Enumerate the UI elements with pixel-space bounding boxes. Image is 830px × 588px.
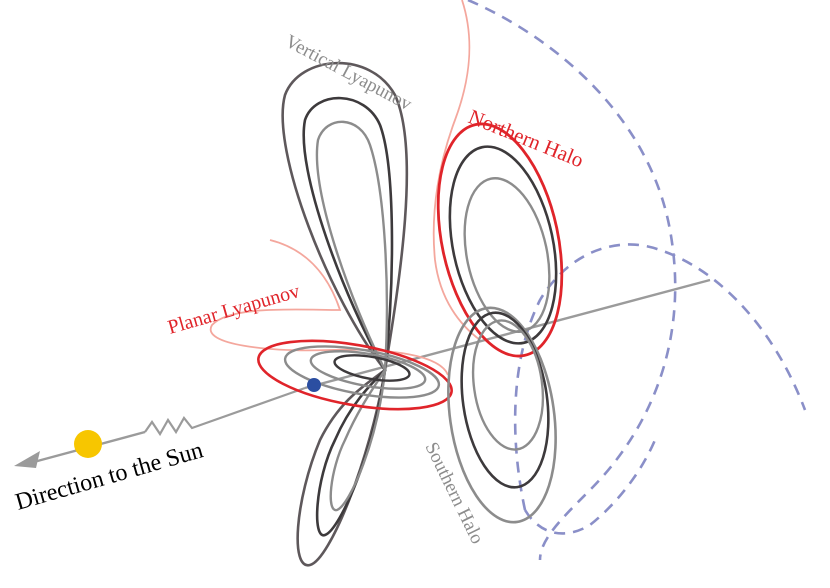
- dashed-trajectory-inner: [513, 243, 807, 511]
- vertical-lyapunov-outer: [281, 61, 409, 567]
- planar-lyapunov-gray1: [283, 345, 441, 399]
- southern-halo-inner: [471, 319, 545, 451]
- vertical-lyapunov-family: [281, 61, 409, 567]
- planar-lyapunov-dark: [333, 354, 411, 382]
- southern-halo-mid: [460, 311, 550, 489]
- vertical-lyapunov-mid: [302, 96, 394, 537]
- earth-icon: [307, 378, 321, 392]
- direction-to-sun-label: Direction to the Sun: [12, 437, 206, 515]
- dashed-trajectory-lower: [523, 439, 657, 535]
- northern-halo-red: [436, 122, 564, 358]
- planar-lyapunov-gray2: [309, 350, 427, 390]
- southern-halo-outer: [447, 306, 557, 524]
- northern-halo-dark: [448, 145, 558, 345]
- planar-lyapunov-red: [257, 339, 453, 411]
- dashed-trajectory-outer: [467, 0, 677, 561]
- northern-halo-label: Northern Halo: [465, 104, 587, 172]
- planar-lyapunov-family: [257, 339, 453, 411]
- sun-icon: [74, 430, 102, 458]
- arrow-left-icon: [14, 451, 40, 468]
- southern-halo-family: [447, 306, 557, 524]
- axis-break-zigzag: [144, 386, 306, 437]
- axis-line: [304, 278, 711, 390]
- northern-halo-family: [436, 122, 564, 358]
- vertical-lyapunov-inner: [315, 120, 389, 512]
